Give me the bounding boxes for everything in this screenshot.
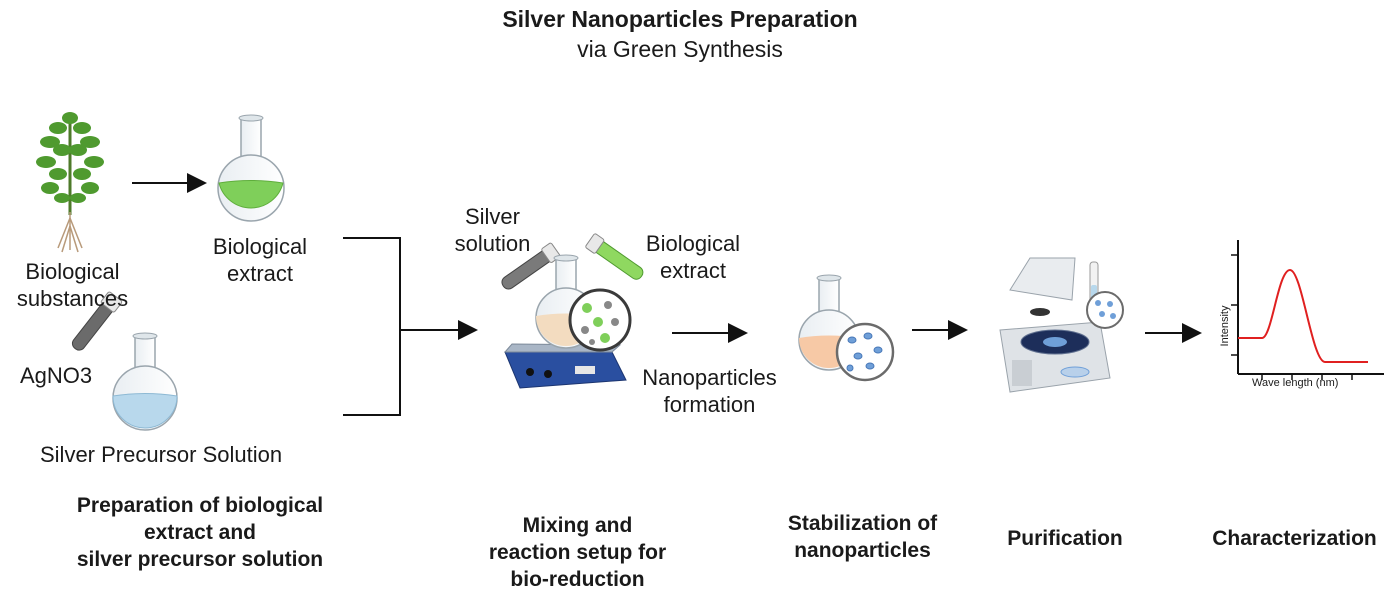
spectrum-line (1238, 268, 1368, 363)
magnifier-icon (1086, 291, 1124, 329)
diagram-subtitle: via Green Synthesis (577, 36, 783, 62)
test-tube-icon (71, 291, 123, 351)
label-biological-substances: Biological substances (16, 259, 129, 311)
spectrum-ylabel: Intensity (1219, 305, 1231, 347)
spectrum-ticks (1231, 254, 1353, 380)
centrifuge-icon (999, 257, 1111, 393)
merge-bracket (343, 237, 401, 416)
flask-icon (112, 332, 178, 431)
magnifier-icon (835, 322, 895, 382)
stage-characterization: Characterization (1212, 527, 1377, 550)
spectrum-chart (1231, 240, 1384, 380)
hotplate-stirrer-icon (503, 343, 627, 389)
label-nanoparticles-formation: Nanoparticles formation (642, 365, 777, 417)
label-silver-solution: Silver solution (454, 204, 531, 256)
stage-purification: Purification (1007, 527, 1123, 550)
stage-mixing: Mixing and reaction setup for bio-reduct… (488, 514, 667, 591)
label-biological-extract: Biological extract (212, 234, 308, 286)
magnifier-icon (568, 288, 632, 352)
test-tube-icon (585, 233, 644, 280)
stage-preparation: Preparation of biological extract and si… (76, 494, 324, 571)
spectrum-xlabel: Wave length (nm) (1252, 377, 1339, 389)
plant-icon (36, 112, 104, 253)
stage-stabilization: Stabilization of nanoparticles (787, 512, 938, 562)
diagram-title: Silver Nanoparticles Preparation (502, 6, 858, 32)
flask-icon (217, 114, 285, 222)
label-biological-extract-mix: Biological extract (645, 231, 741, 283)
label-silver-precursor-solution: Silver Precursor Solution (40, 442, 283, 467)
label-agno3: AgNO3 (20, 363, 93, 388)
